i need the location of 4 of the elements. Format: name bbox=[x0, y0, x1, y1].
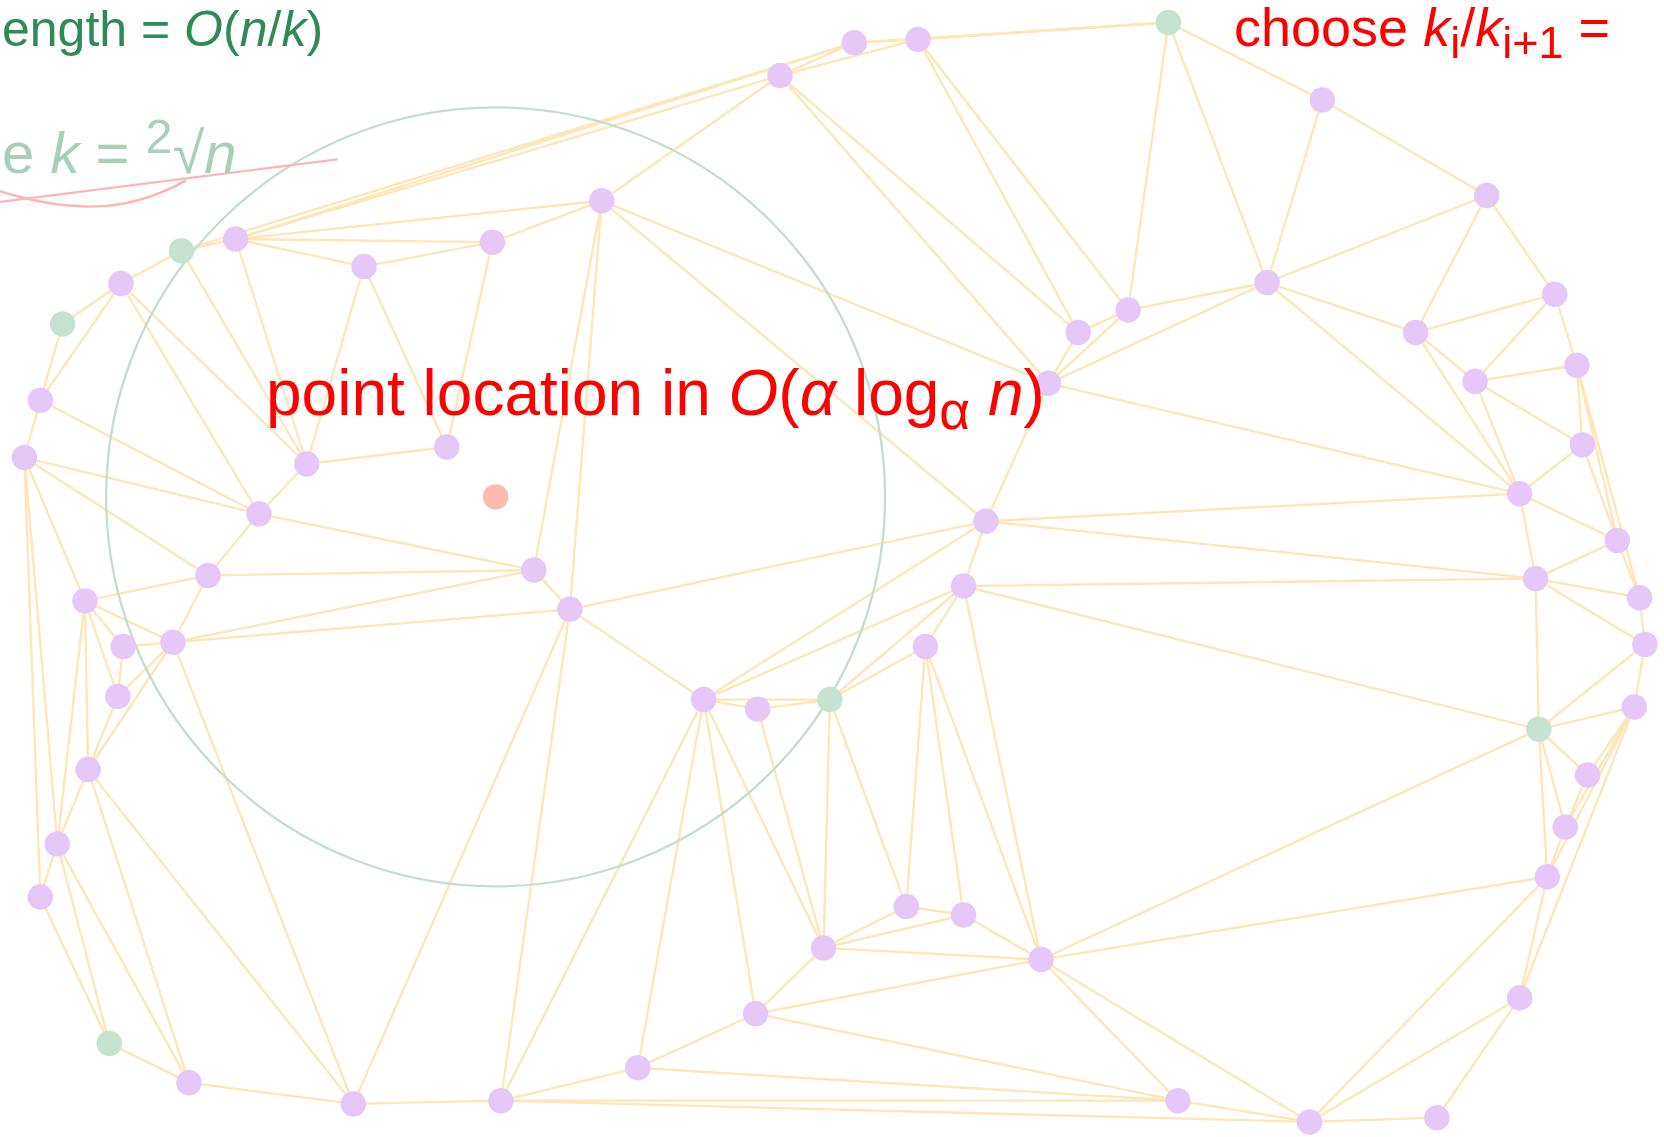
annotation-text: point location in O(α log$_{α}$ n) bbox=[266, 358, 1045, 441]
formula-text: choose k$_{i}$/k$_{i+1}$ = bbox=[1234, 0, 1610, 68]
formula-text: e k = $^{2}$√n bbox=[2, 110, 237, 186]
formula-text: ength = O(n/k) bbox=[2, 2, 324, 57]
